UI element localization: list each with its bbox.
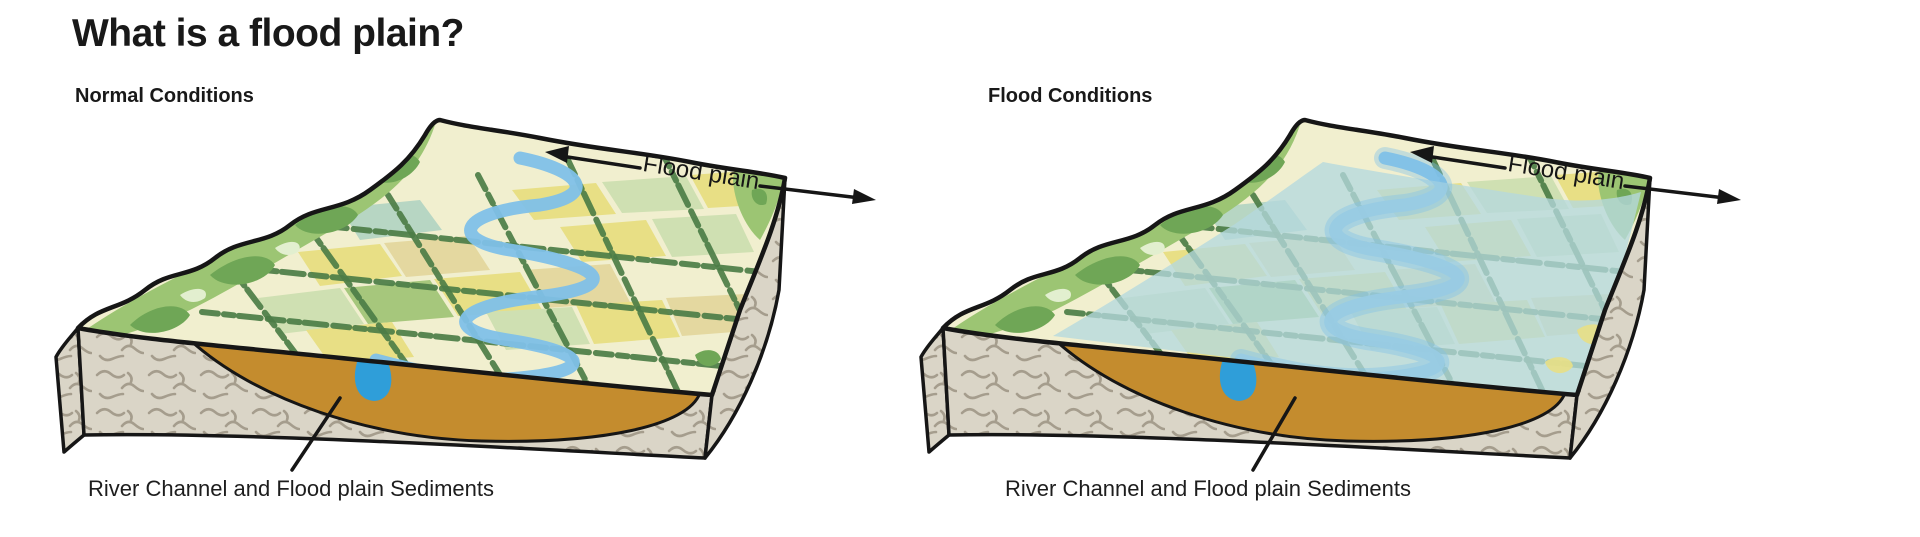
rock-left-face — [919, 326, 951, 454]
sediment-leader-line — [1251, 396, 1297, 472]
sediment-label: River Channel and Flood plain Sediments — [1005, 476, 1411, 501]
page-title: What is a flood plain? — [72, 12, 465, 55]
block-rock-faces — [919, 176, 1652, 460]
hedgerow-grid — [199, 149, 783, 395]
arrowhead-left-icon — [545, 146, 569, 163]
rock-left-face — [54, 326, 86, 454]
river-channel-deep-water — [354, 358, 392, 401]
flood-conditions-heading: Flood Conditions — [988, 85, 1153, 107]
normal-conditions-diagram: Flood plain River Channel and Flood plai… — [54, 117, 876, 501]
arrowhead-right-icon — [852, 189, 876, 204]
block-top-outline — [940, 117, 1653, 398]
arrowhead-left-icon — [1410, 146, 1434, 163]
normal-conditions-heading: Normal Conditions — [75, 85, 254, 107]
block-top-surface — [943, 120, 1650, 395]
arrowhead-right-icon — [1717, 189, 1741, 204]
river-channel-deep-water — [1219, 358, 1257, 401]
block-top-surface — [78, 120, 785, 395]
field-patchwork — [258, 170, 774, 364]
sediment-label: River Channel and Flood plain Sediments — [88, 476, 494, 501]
block-top-outline — [75, 117, 788, 398]
sediment-leader-line — [290, 396, 342, 472]
block-rock-faces — [54, 176, 787, 460]
water-edge-field — [1545, 357, 1573, 374]
flood-conditions-diagram: Flood plain River Channel and Flood plai… — [919, 117, 1741, 501]
